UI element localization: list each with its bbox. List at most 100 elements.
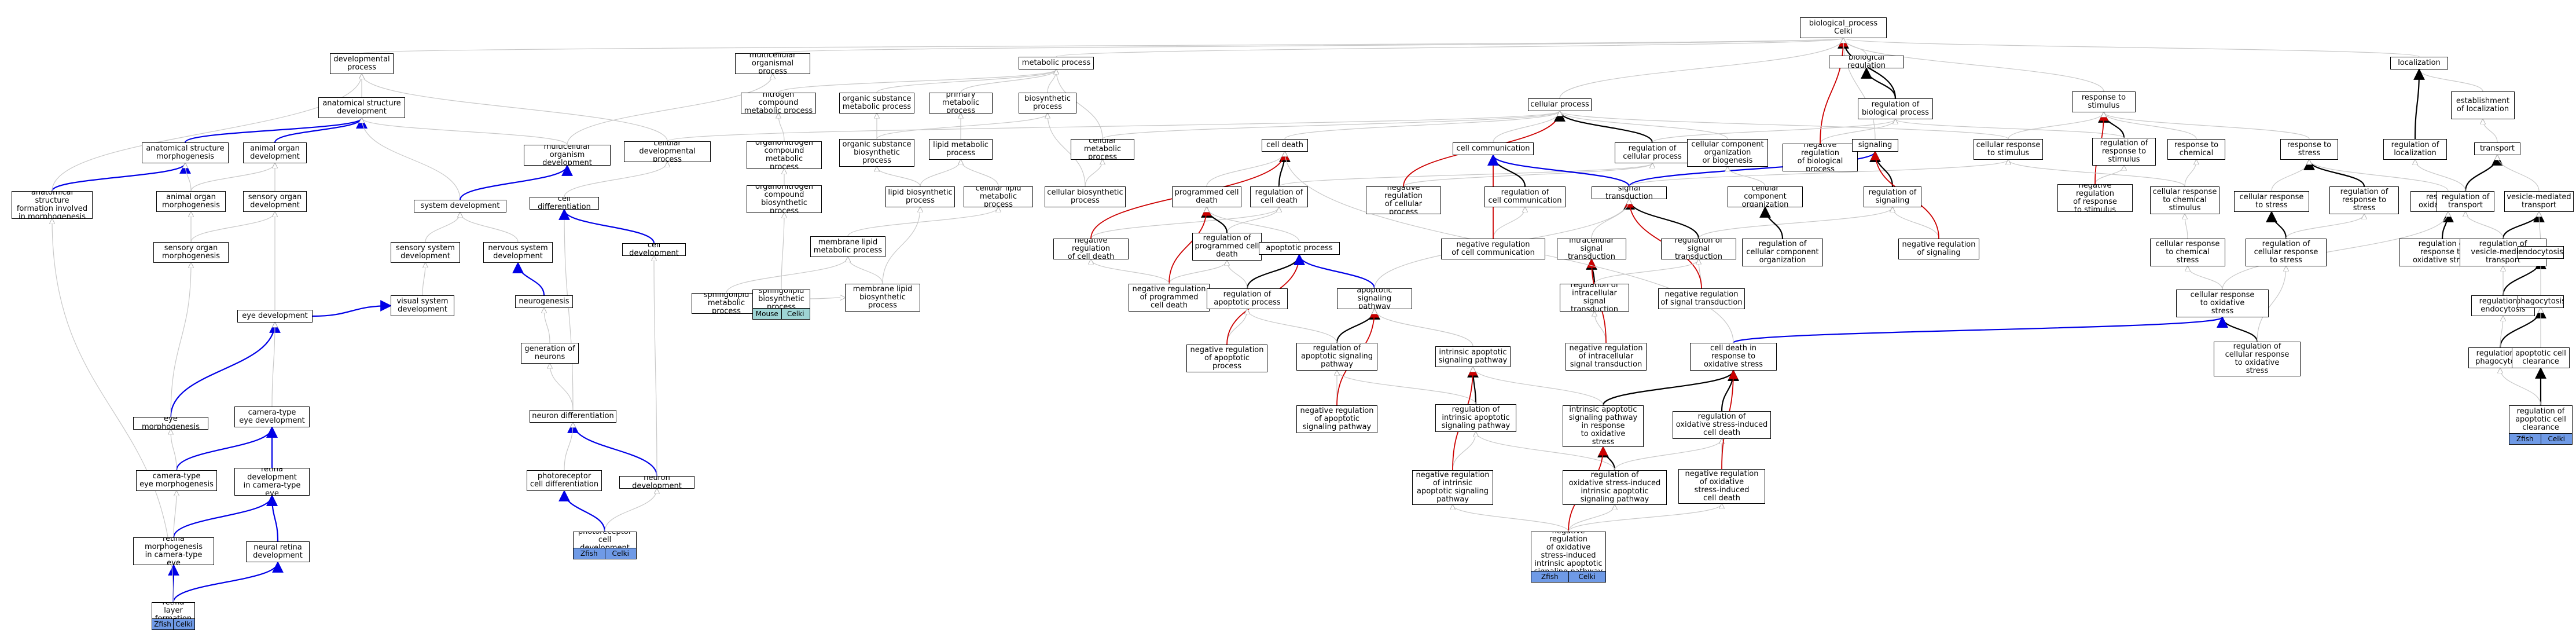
- node-endocytosis[interactable]: endocytosis: [2518, 246, 2564, 259]
- node-cellrespox[interactable]: cellular response to oxidative stress: [2176, 290, 2269, 317]
- node-negregintrapop[interactable]: negative regulation of intrinsic apoptot…: [1412, 470, 1493, 505]
- node-apopclear[interactable]: apoptotic cell clearance: [2512, 347, 2570, 368]
- node-sphbio[interactable]: sphingolipid biosynthetic process: [752, 290, 810, 308]
- node-lipbio[interactable]: lipid biosynthetic process: [885, 186, 955, 207]
- node-regtransport[interactable]: regulation of transport: [2437, 191, 2494, 212]
- node-animorgmorph[interactable]: animal organ morphogenesis: [156, 191, 226, 212]
- node-neurdiff[interactable]: neuron differentiation: [530, 410, 616, 423]
- node-genneur[interactable]: generation of neurons: [521, 343, 579, 364]
- node-multidev[interactable]: multicellular organism development: [524, 145, 611, 166]
- node-organonit[interactable]: organonitrogen compound metabolic proces…: [747, 141, 822, 169]
- node-neuralretina[interactable]: neural retina development: [246, 541, 310, 562]
- node-respchem[interactable]: response to chemical: [2167, 139, 2225, 160]
- node-phago[interactable]: phagocytosis: [2518, 295, 2564, 308]
- node-vesicle[interactable]: vesicle-mediated transport: [2504, 191, 2574, 212]
- node-retinamorph[interactable]: retina morphogenesis in camera-type eye: [133, 537, 214, 565]
- node-regapopclear[interactable]: regulation of apoptotic cell clearance: [2509, 405, 2573, 433]
- node-sensys[interactable]: sensory system development: [391, 242, 460, 263]
- node-regapopsig[interactable]: regulation of apoptotic signaling pathwa…: [1296, 343, 1377, 371]
- node-intrapopox[interactable]: intrinsic apoptotic signaling pathway in…: [1563, 405, 1644, 447]
- node-negregintrasig[interactable]: negative regulation of intracellular sig…: [1566, 343, 1647, 371]
- node-cammorph[interactable]: camera-type eye morphogenesis: [136, 470, 217, 491]
- node-apopsig[interactable]: apoptotic signaling pathway: [1337, 288, 1412, 309]
- node-negregsignaling[interactable]: negative regulation of signaling: [1898, 239, 1979, 259]
- node-negregsigtrans[interactable]: negative regulation of signal transducti…: [1658, 288, 1745, 309]
- node-transport[interactable]: transport: [2474, 142, 2520, 155]
- node-negregoxintr[interactable]: negative regulation of oxidative stress-…: [1531, 532, 1606, 571]
- node-regsignaling[interactable]: regulation of signaling: [1864, 186, 1921, 207]
- node-memlip[interactable]: membrane lipid metabolic process: [810, 236, 885, 257]
- node-visys[interactable]: visual system development: [391, 295, 454, 316]
- node-cellcomporg2[interactable]: cellular component organization: [1728, 186, 1803, 207]
- node-negregcellcomm[interactable]: negative regulation of cell communicatio…: [1441, 239, 1545, 259]
- node-regendo[interactable]: regulation of endocytosis: [2471, 295, 2535, 316]
- node-respstim[interactable]: response to stimulus: [2072, 91, 2136, 112]
- node-regsigtrans[interactable]: regulation of signal transduction: [1661, 239, 1736, 259]
- node-negregoxdeath[interactable]: negative regulation of oxidative stress-…: [1678, 469, 1765, 504]
- node-retinadev[interactable]: retina development in camera-type eye: [234, 468, 310, 496]
- node-regrespstress[interactable]: regulation of response to stress: [2329, 186, 2399, 214]
- node-regcellproc[interactable]: regulation of cellular process: [1615, 142, 1690, 163]
- node-metab[interactable]: metabolic process: [1019, 57, 1094, 69]
- node-organonitbio[interactable]: organonitrogen compound biosynthetic pro…: [747, 185, 822, 213]
- node-cellcomporg[interactable]: cellular component organization or bioge…: [1687, 139, 1768, 167]
- node-intrasig[interactable]: intracellular signal transduction: [1557, 239, 1626, 259]
- node-regoxdeath[interactable]: regulation of oxidative stress-induced c…: [1673, 411, 1771, 439]
- node-celldiff[interactable]: cell differentiation: [530, 197, 599, 210]
- node-retlayer[interactable]: retina layer formation: [152, 602, 195, 618]
- node-anatdev[interactable]: anatomical structure development: [318, 97, 405, 118]
- node-negregapopsig[interactable]: negative regulation of apoptotic signali…: [1296, 405, 1377, 433]
- node-cellrespstim[interactable]: cellular response to stimulus: [1974, 139, 2043, 160]
- node-regbp[interactable]: regulation of biological process: [1858, 98, 1933, 119]
- node-camdev[interactable]: camera-type eye development: [234, 406, 310, 427]
- node-respstress[interactable]: response to stress: [2280, 139, 2338, 160]
- node-negregcelldeath[interactable]: negative regulation of cell death: [1053, 239, 1129, 259]
- node-regcellrespstress[interactable]: regulation of cellular response to stres…: [2246, 239, 2327, 266]
- node-orgsubbio[interactable]: organic substance biosynthetic process: [839, 139, 914, 167]
- node-cellproc[interactable]: cellular process: [1528, 98, 1592, 111]
- node-primmet[interactable]: primary metabolic process: [929, 93, 993, 113]
- node-regcellcomporg[interactable]: regulation of cellular component organiz…: [1742, 239, 1823, 266]
- node-celldeath[interactable]: cell death: [1262, 139, 1308, 152]
- node-lipmet[interactable]: lipid metabolic process: [929, 139, 993, 160]
- node-apop[interactable]: apoptotic process: [1259, 242, 1340, 255]
- node-estloc[interactable]: establishment of localization: [2451, 91, 2515, 119]
- node-regintrasig[interactable]: regulation of intracellular signal trans…: [1560, 284, 1629, 312]
- node-anatmorph[interactable]: anatomical structure morphogenesis: [142, 142, 229, 163]
- node-nitro[interactable]: nitrogen compound metabolic process: [741, 93, 816, 113]
- node-orgsub[interactable]: organic substance metabolic process: [839, 93, 914, 113]
- node-sphmet[interactable]: sphingolipid metabolic process: [692, 293, 761, 314]
- node-photodev[interactable]: photoreceptor cell development: [573, 532, 637, 548]
- node-biosyn[interactable]: biosynthetic process: [1019, 93, 1076, 113]
- node-eyemorph[interactable]: eye morphogenesis: [133, 417, 208, 430]
- node-nervsys[interactable]: nervous system development: [483, 242, 553, 263]
- node-progcelldeath[interactable]: programmed cell death: [1172, 186, 1241, 207]
- node-celllipmet[interactable]: cellular lipid metabolic process: [964, 186, 1033, 207]
- node-breg[interactable]: biological regulation: [1829, 56, 1904, 68]
- node-cellmet[interactable]: cellular metabolic process: [1071, 139, 1134, 160]
- node-regcelldeath[interactable]: regulation of cell death: [1250, 186, 1308, 207]
- node-regintrapop[interactable]: regulation of intrinsic apoptotic signal…: [1435, 404, 1516, 432]
- node-localization[interactable]: localization: [2390, 57, 2448, 69]
- node-negregrespstim[interactable]: negative regulation of response to stimu…: [2057, 184, 2133, 212]
- node-cellbio[interactable]: cellular biosynthetic process: [1045, 186, 1126, 207]
- node-photodiff[interactable]: photoreceptor cell differentiation: [527, 470, 602, 491]
- node-cellrespstress[interactable]: cellular response to stress: [2234, 191, 2309, 212]
- node-dev[interactable]: developmental process: [330, 53, 394, 74]
- node-regcellrespox[interactable]: regulation of cellular response to oxida…: [2214, 342, 2301, 376]
- node-neurdev[interactable]: neuron development: [619, 476, 694, 489]
- node-regprog[interactable]: regulation of programmed cell death: [1192, 233, 1262, 261]
- node-cellrespchemstress[interactable]: cellular response to chemical stress: [2150, 239, 2225, 266]
- node-regcellcomm[interactable]: regulation of cell communication: [1484, 186, 1566, 207]
- node-multi[interactable]: multicellular organismal process: [735, 53, 810, 74]
- node-signaling[interactable]: signaling: [1852, 139, 1898, 152]
- node-regoxintr[interactable]: regulation of oxidative stress-induced i…: [1563, 470, 1667, 505]
- node-regrespstim[interactable]: regulation of response to stimulus: [2092, 138, 2156, 166]
- node-intrapop[interactable]: intrinsic apoptotic signaling pathway: [1435, 346, 1511, 367]
- node-memlipbio[interactable]: membrane lipid biosynthetic process: [845, 284, 920, 312]
- node-negregbp[interactable]: negative regulation of biological proces…: [1783, 144, 1858, 171]
- node-eyedev[interactable]: eye development: [237, 310, 313, 323]
- node-celldeathox[interactable]: cell death in response to oxidative stre…: [1690, 343, 1777, 371]
- node-regapop[interactable]: regulation of apoptotic process: [1207, 288, 1288, 309]
- node-negregapop[interactable]: negative regulation of apoptotic process: [1186, 345, 1267, 372]
